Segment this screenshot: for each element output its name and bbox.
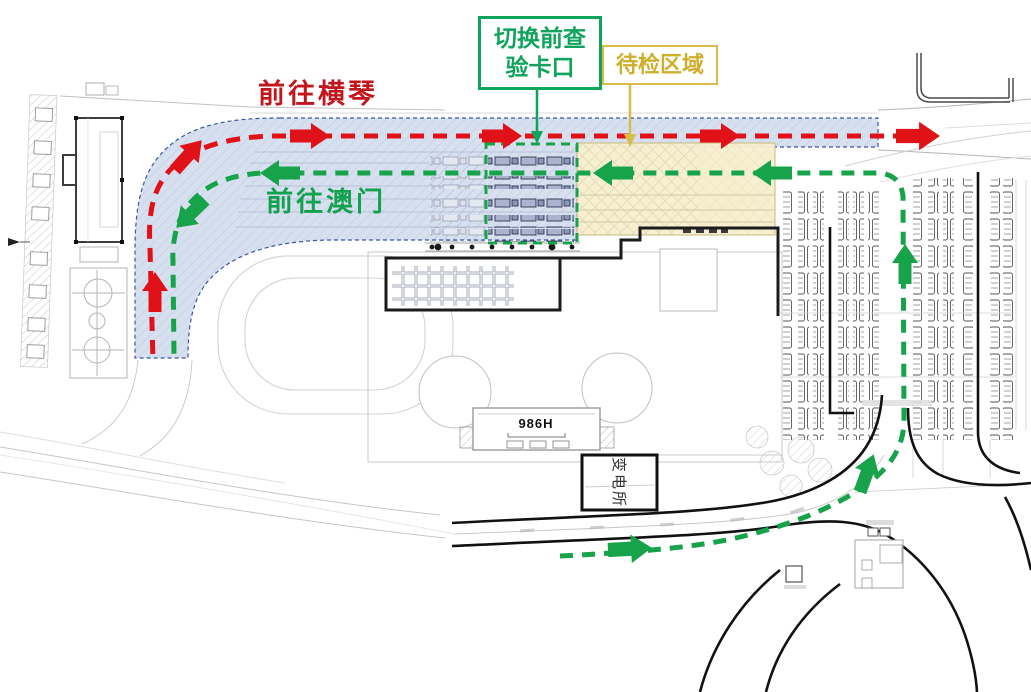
route-hengqin-path — [147, 133, 930, 363]
waiting-area-callout: 待检区域 — [602, 45, 719, 85]
inspection-lanes — [425, 154, 580, 252]
inner-loop-curves — [217, 255, 454, 415]
checkpoint-leader-arrow — [531, 90, 543, 144]
waiting-zone — [576, 142, 776, 236]
southeast-buildings — [784, 520, 904, 589]
building-986h-label: 986H — [518, 416, 554, 431]
northeast-ramp — [916, 53, 1014, 103]
substation-label: 变电所 — [582, 455, 657, 510]
substation-label-text: 变电所 — [609, 456, 627, 509]
datum-arrow — [8, 238, 20, 246]
building-986h — [459, 407, 615, 451]
northwest-building — [62, 82, 124, 244]
base-linework — [0, 95, 1031, 539]
trees — [745, 425, 833, 498]
south-roads — [451, 394, 1031, 692]
route-macau-path — [170, 170, 907, 559]
route-hengqin-label: 前往横琴 — [258, 79, 378, 109]
sports-courts — [69, 246, 128, 379]
waiting-leader-arrow — [624, 85, 636, 147]
checkpoint-callout: 切换前查验卡口 — [478, 16, 602, 90]
substation-building — [580, 453, 659, 512]
waiting-zone-markers — [683, 227, 728, 233]
route-macau-label: 前往澳门 — [266, 187, 386, 217]
checkpoint-zone-outline — [484, 142, 579, 245]
coach-parking-area — [780, 172, 1027, 493]
west-boundary-strip — [20, 94, 58, 368]
